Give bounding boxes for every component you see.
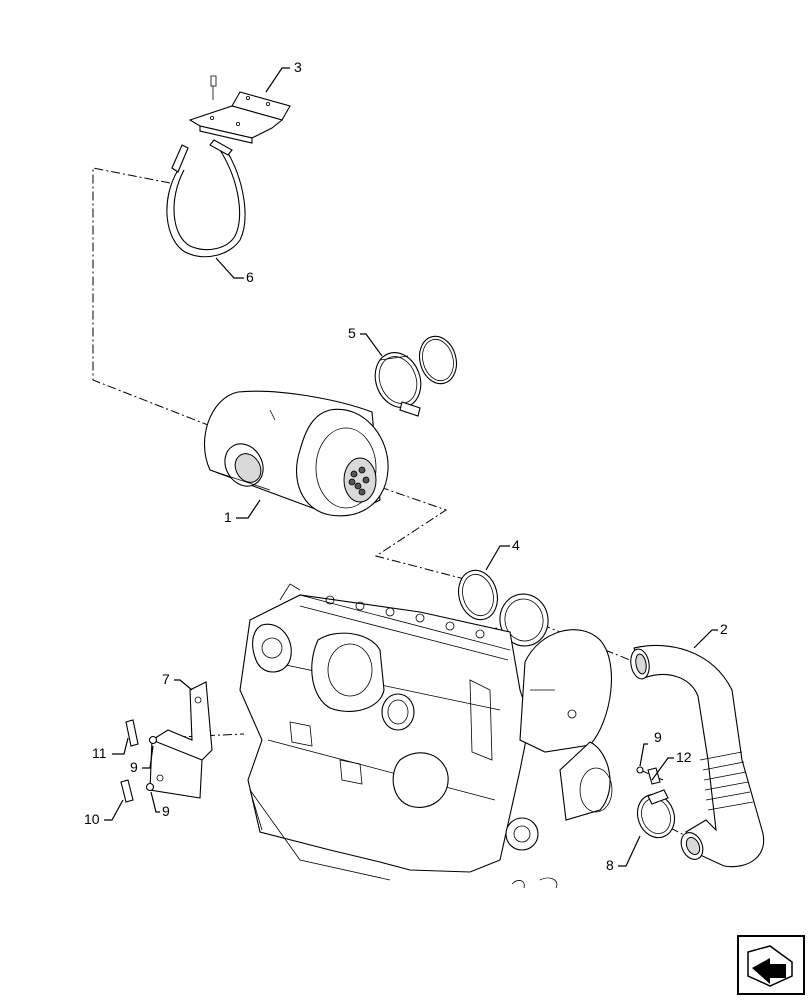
air-cleaner [203, 390, 389, 517]
callout-11: 11 [92, 745, 107, 761]
hose-clamp-upper [374, 352, 422, 417]
callout-10: 10 [84, 811, 100, 827]
callout-9-right: 9 [654, 729, 662, 745]
strap-band [166, 139, 246, 258]
callout-3: 3 [294, 59, 302, 75]
callout-4: 4 [512, 537, 520, 553]
mounting-bracket [188, 75, 291, 144]
callout-1: 1 [224, 509, 232, 525]
fan-drive-cover [505, 629, 613, 889]
seal-ring-upper [418, 335, 458, 385]
seal-ring-lower [457, 569, 499, 621]
callout-7: 7 [162, 671, 170, 687]
intake-hose [630, 645, 765, 868]
callout-8: 8 [606, 857, 614, 873]
callout-labels: 3 6 5 1 4 2 7 11 9 10 9 9 12 8 [84, 59, 728, 873]
callout-9-lower: 9 [162, 803, 170, 819]
navigation-arrow-icon[interactable] [737, 935, 805, 995]
engine-block [239, 583, 531, 881]
hose-clamp-outlet [636, 789, 676, 839]
callout-6: 6 [246, 269, 254, 285]
callout-12: 12 [676, 749, 692, 765]
callout-5: 5 [348, 325, 356, 341]
outlet-hardware [636, 766, 661, 785]
callout-9-upper: 9 [130, 759, 138, 775]
leader-lines [104, 67, 718, 867]
support-bracket [120, 681, 213, 803]
callout-2: 2 [720, 621, 728, 637]
